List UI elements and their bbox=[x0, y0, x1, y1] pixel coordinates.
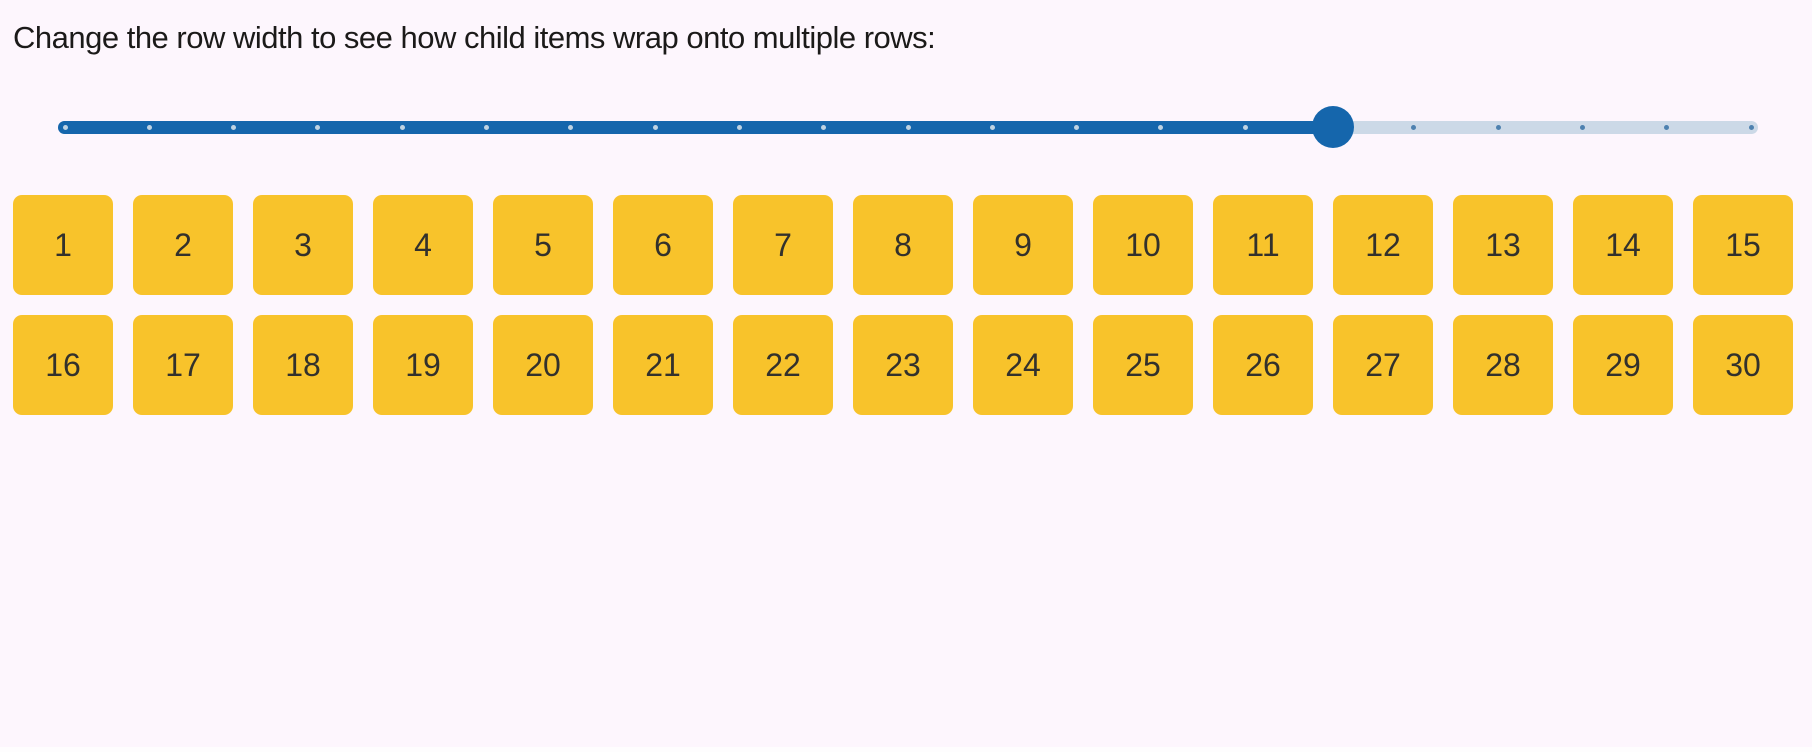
slider-track[interactable] bbox=[58, 121, 1758, 134]
window-bottom-edge bbox=[0, 747, 1812, 752]
wrap-item: 2 bbox=[133, 195, 233, 295]
wrap-item: 13 bbox=[1453, 195, 1553, 295]
wrap-item: 26 bbox=[1213, 315, 1313, 415]
wrap-item: 5 bbox=[493, 195, 593, 295]
wrap-item: 25 bbox=[1093, 315, 1193, 415]
wrap-item: 8 bbox=[853, 195, 953, 295]
wrap-item: 15 bbox=[1693, 195, 1793, 295]
wrap-item: 16 bbox=[13, 315, 113, 415]
wrap-item: 21 bbox=[613, 315, 713, 415]
wrap-item: 19 bbox=[373, 315, 473, 415]
wrap-item: 27 bbox=[1333, 315, 1433, 415]
wrap-item: 6 bbox=[613, 195, 713, 295]
wrap-item: 9 bbox=[973, 195, 1073, 295]
wrap-item: 3 bbox=[253, 195, 353, 295]
wrap-item: 18 bbox=[253, 315, 353, 415]
wrap-item: 23 bbox=[853, 315, 953, 415]
wrap-item: 12 bbox=[1333, 195, 1433, 295]
wrap-item: 14 bbox=[1573, 195, 1673, 295]
wrap-item: 20 bbox=[493, 315, 593, 415]
wrap-item: 24 bbox=[973, 315, 1073, 415]
wrap-item: 28 bbox=[1453, 315, 1553, 415]
wrap-item: 4 bbox=[373, 195, 473, 295]
page-instruction: Change the row width to see how child it… bbox=[13, 20, 936, 55]
wrap-item: 7 bbox=[733, 195, 833, 295]
wrap-item: 1 bbox=[13, 195, 113, 295]
wrap-item: 10 bbox=[1093, 195, 1193, 295]
wrap-item: 11 bbox=[1213, 195, 1313, 295]
wrap-item: 22 bbox=[733, 315, 833, 415]
row-width-slider[interactable] bbox=[58, 106, 1758, 148]
wrap-item: 29 bbox=[1573, 315, 1673, 415]
slider-thumb[interactable] bbox=[1312, 106, 1354, 148]
wrap-item: 17 bbox=[133, 315, 233, 415]
wrap-item: 30 bbox=[1693, 315, 1793, 415]
